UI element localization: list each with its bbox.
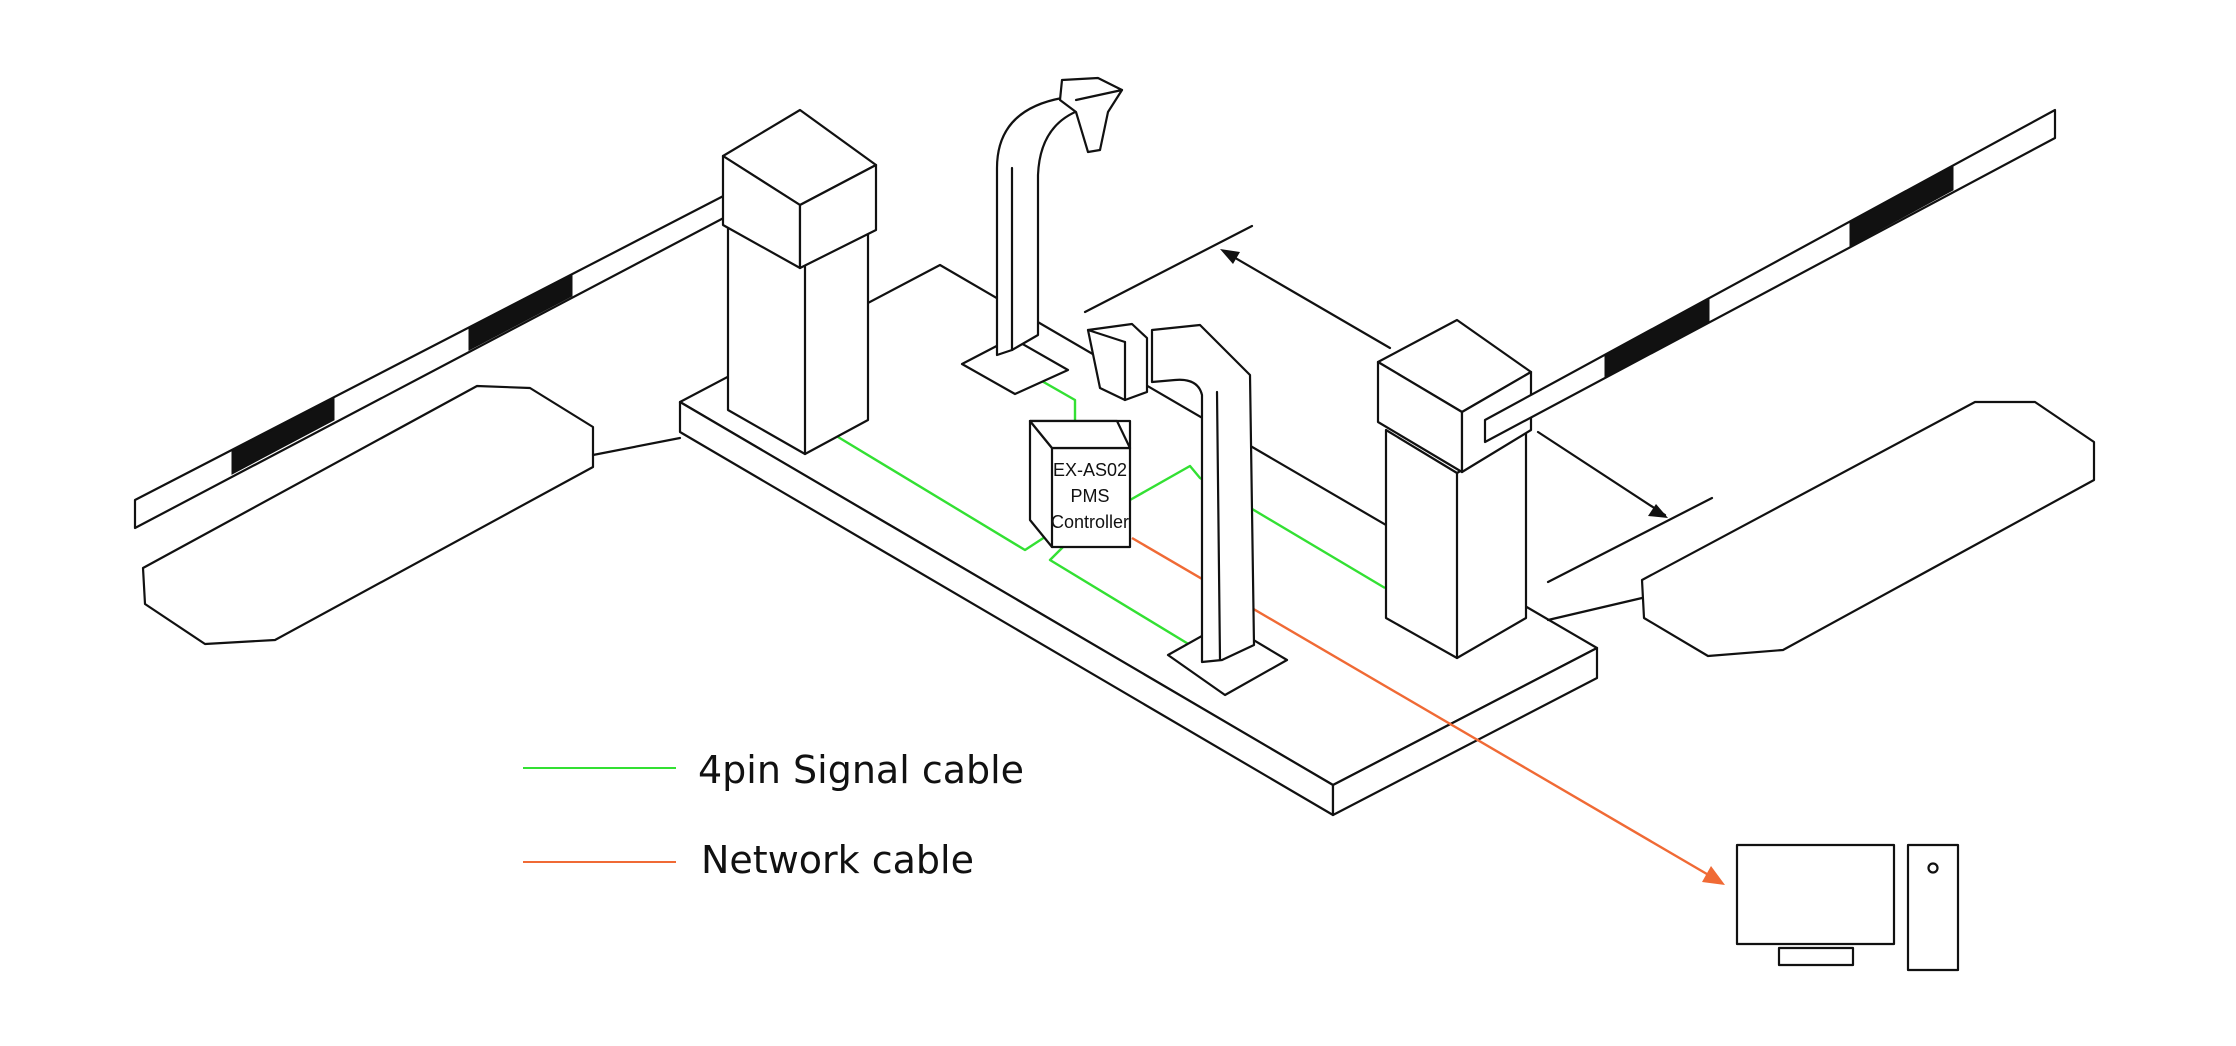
left-barrier-arm (133, 188, 737, 530)
right-ground-island (1640, 400, 2096, 658)
signal-cable-front-camera (1048, 544, 1196, 650)
legend-signal-swatch (523, 767, 676, 769)
legend-network-label: Network cable (701, 838, 974, 882)
arrow-down-right-icon (1648, 504, 1668, 518)
monitor-stand (1777, 946, 1855, 967)
signal-cables (837, 378, 1386, 650)
signal-cable-left-barrier (837, 435, 1049, 552)
controller-label-line3: Controller (1051, 512, 1129, 532)
legend-network-swatch (523, 861, 676, 863)
travel-direction-indicator (1083, 224, 1714, 584)
signal-cable-right-barrier (1129, 464, 1386, 590)
left-ground-island (141, 384, 595, 646)
legend-signal-label: 4pin Signal cable (698, 748, 1025, 792)
controller-label-line2: PMS (1070, 486, 1109, 506)
front-camera-pole (1086, 322, 1289, 697)
controller-label-line1: EX-AS02 (1053, 460, 1127, 480)
network-arrowhead (1702, 866, 1725, 885)
signal-cable-rear-camera (1039, 378, 1077, 425)
right-barrier-gate (1376, 318, 1533, 660)
controller-box: EX-AS02 PMS Controller (1028, 419, 1132, 549)
computer-icon (1735, 843, 1960, 972)
rear-camera-pole (960, 76, 1124, 396)
monitor-icon (1735, 843, 1896, 946)
power-button-icon (1927, 862, 1939, 874)
right-barrier-arm (1483, 108, 2057, 444)
left-barrier-gate (721, 108, 878, 456)
arrow-up-left-icon (1220, 249, 1240, 264)
